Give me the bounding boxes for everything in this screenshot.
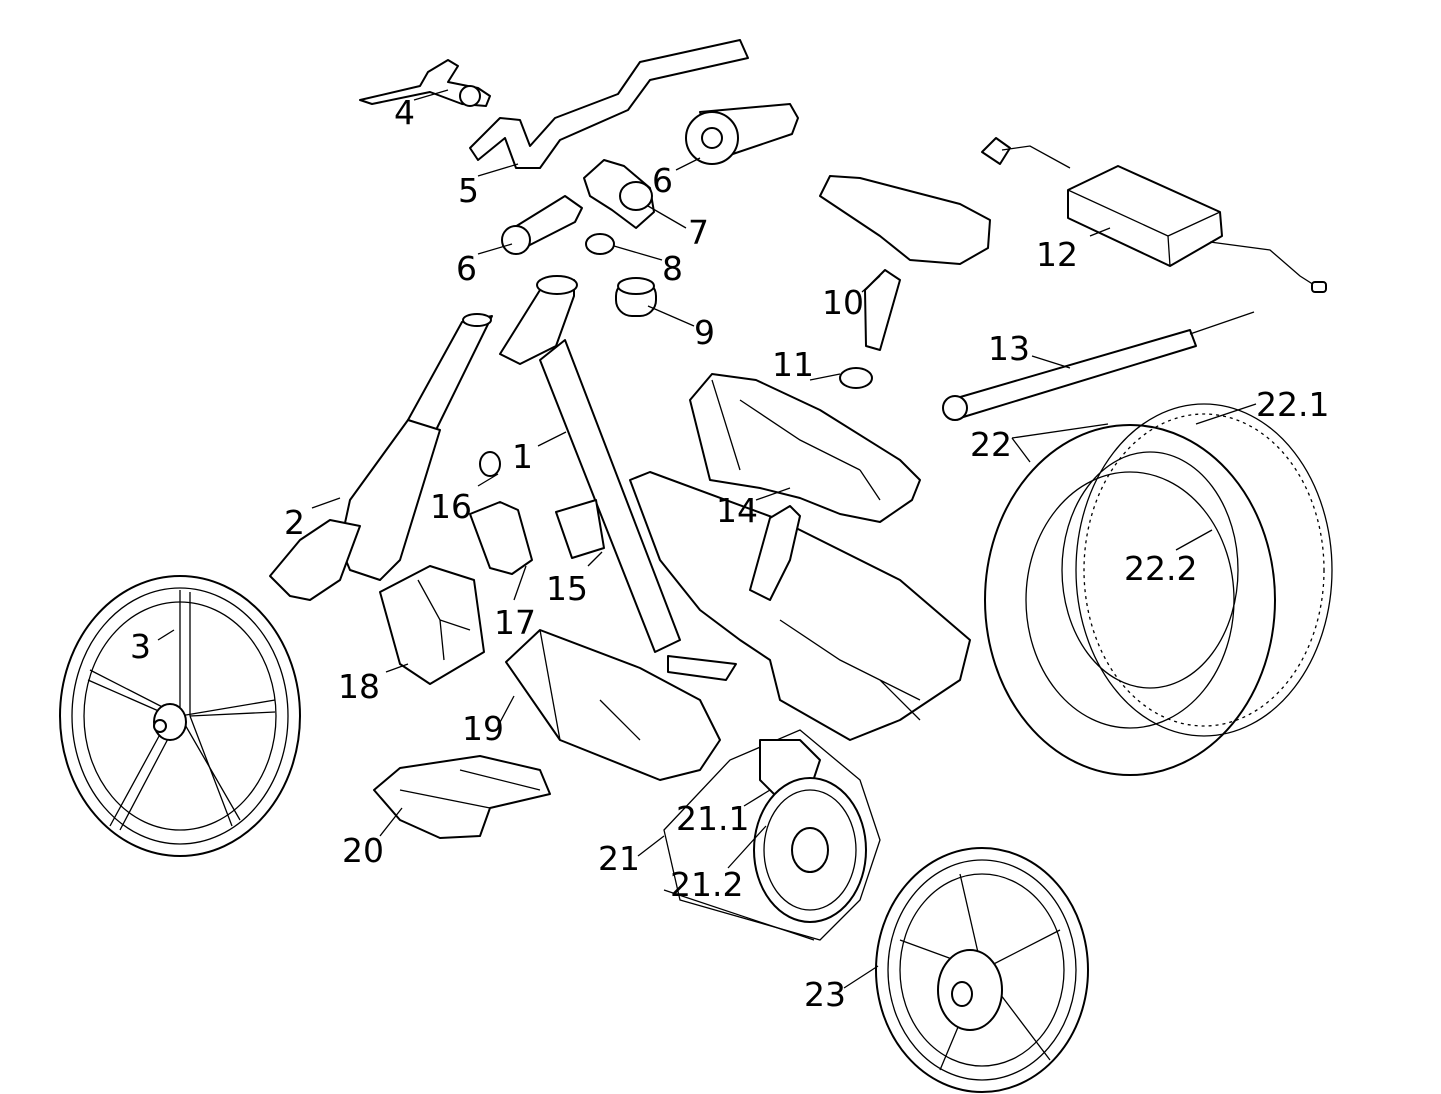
label-23: 23 [804,975,846,1014]
label-7: 7 [688,213,709,252]
label-2: 2 [284,503,305,542]
label-21-1: 21.1 [676,799,749,838]
label-1: 1 [512,437,533,476]
stem-clamp [583,159,655,229]
label-17: 17 [494,603,536,642]
brake-lever [359,59,491,107]
label-8: 8 [662,249,683,288]
seat-clamp [839,367,873,389]
part-numbers: 1 2 3 4 5 6 6 7 8 9 10 11 12 13 14 15 16… [130,93,1329,1014]
bike-pump [942,311,1255,421]
leader-lines [157,89,1257,989]
label-4: 4 [394,93,415,132]
label-22-2: 22.2 [1124,549,1197,588]
headset-bearing [615,277,657,317]
label-13: 13 [988,329,1030,368]
label-21: 21 [598,839,640,878]
controller-box [379,565,485,685]
label-6-left-grip: 6 [456,249,477,288]
label-5: 5 [458,171,479,210]
rear-wheel [875,847,1089,1093]
label-11: 11 [772,345,814,384]
brake-disc-rotor [753,777,867,923]
tire-and-tube [984,403,1333,776]
label-9: 9 [694,313,715,352]
label-21-2: 21.2 [670,865,743,904]
battery-housing [689,373,921,523]
label-6-right-grip: 6 [652,161,673,200]
front-fork [269,313,493,601]
footrest-pedals [373,755,551,839]
handlebar [469,39,749,169]
label-20: 20 [342,831,384,870]
label-14: 14 [716,491,758,530]
brake-group-outline [663,729,881,941]
right-grip [685,103,799,165]
small-ring [479,451,501,477]
front-wheel [59,575,301,857]
label-3: 3 [130,627,151,666]
label-12: 12 [1036,235,1078,274]
label-18: 18 [338,667,380,706]
label-16: 16 [430,487,472,526]
main-frame [499,275,971,741]
saddle-seat [819,175,991,351]
label-19: 19 [462,709,504,748]
spacer-ring [585,233,615,255]
rubber-block [555,499,605,559]
battery-charger [981,137,1327,293]
label-15: 15 [546,569,588,608]
label-22: 22 [970,425,1012,464]
label-10: 10 [822,283,864,322]
label-22-1: 22.1 [1256,385,1329,424]
mount-bracket [469,501,533,575]
frame-cover [505,629,721,781]
left-grip [501,195,583,255]
